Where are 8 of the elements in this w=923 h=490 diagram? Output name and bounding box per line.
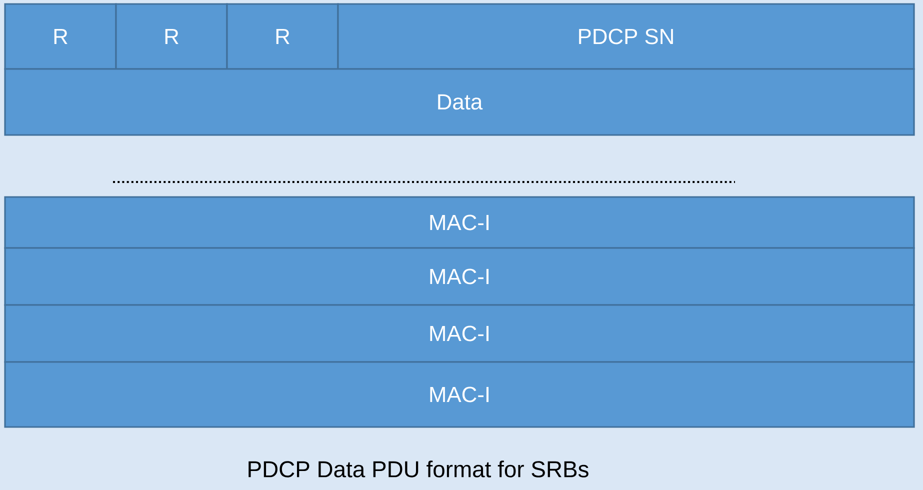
field-box: MAC-I xyxy=(4,304,915,363)
field-box: MAC-I xyxy=(4,247,915,306)
field-box: MAC-I xyxy=(4,361,915,428)
field-box: R xyxy=(115,3,228,70)
field-box: MAC-I xyxy=(4,196,915,249)
caption: PDCP Data PDU format for SRBs xyxy=(248,460,588,478)
field-box: R xyxy=(226,3,339,70)
field-box: R xyxy=(4,3,117,70)
